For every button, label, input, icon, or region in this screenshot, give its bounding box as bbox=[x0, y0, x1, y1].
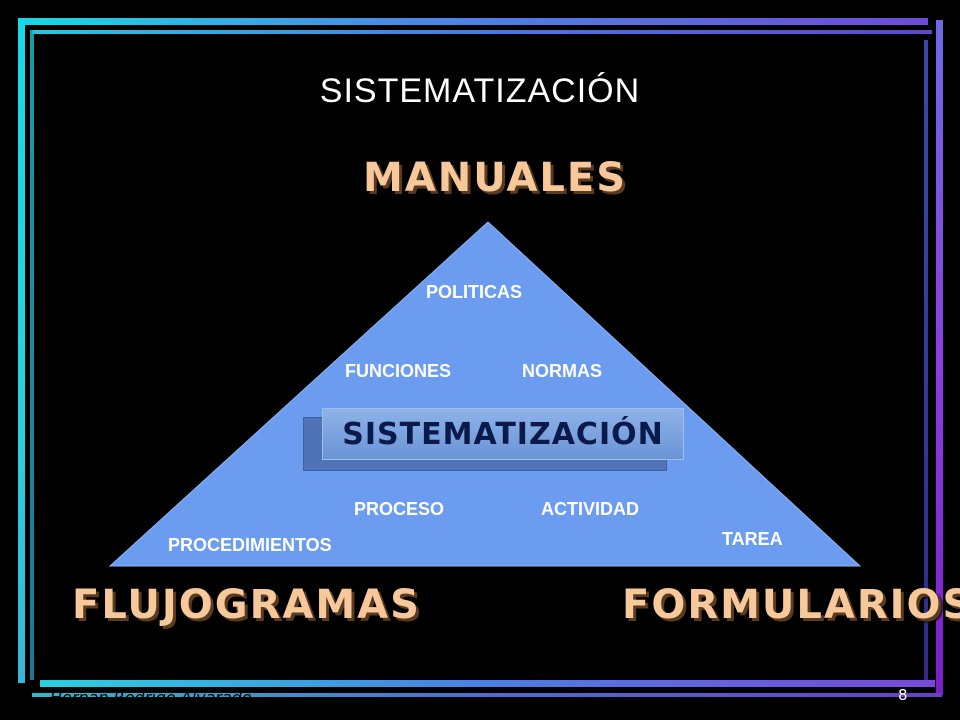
formularios-label: FORMULARIOS bbox=[622, 582, 960, 628]
procedimientos-label: PROCEDIMIENTOS bbox=[168, 535, 332, 555]
actividad-label: ACTIVIDAD bbox=[541, 499, 639, 519]
flujogramas-label: FLUJOGRAMAS bbox=[72, 582, 421, 628]
frame-right-bar bbox=[936, 20, 943, 695]
slide-title: SISTEMATIZACIÓN bbox=[319, 72, 641, 110]
normas-label: NORMAS bbox=[522, 361, 602, 381]
proceso-label: PROCESO bbox=[354, 499, 445, 519]
sistematizacion-box: SISTEMATIZACIÓN bbox=[322, 408, 684, 460]
frame-left-inner-bar bbox=[30, 30, 34, 680]
frame-left-bar bbox=[18, 18, 25, 683]
pyramid-shape bbox=[108, 221, 862, 567]
frame-bottom-inner-bar bbox=[32, 693, 942, 697]
tarea-label: TAREA bbox=[722, 529, 783, 549]
page-number: 8 bbox=[898, 686, 908, 704]
footer-author: Hernán Rodrigo Alvarado bbox=[50, 688, 252, 707]
sistematizacion-box-text: SISTEMATIZACIÓN bbox=[342, 416, 664, 452]
frame-top-inner-bar bbox=[32, 30, 932, 34]
frame-right-inner-bar bbox=[924, 40, 928, 680]
frame-top-bar bbox=[18, 18, 928, 25]
manuales-label: MANUALES bbox=[362, 155, 628, 201]
frame-bottom-bar bbox=[40, 680, 935, 687]
politicas-label: POLITICAS bbox=[426, 282, 523, 302]
funciones-label: FUNCIONES bbox=[345, 361, 452, 381]
